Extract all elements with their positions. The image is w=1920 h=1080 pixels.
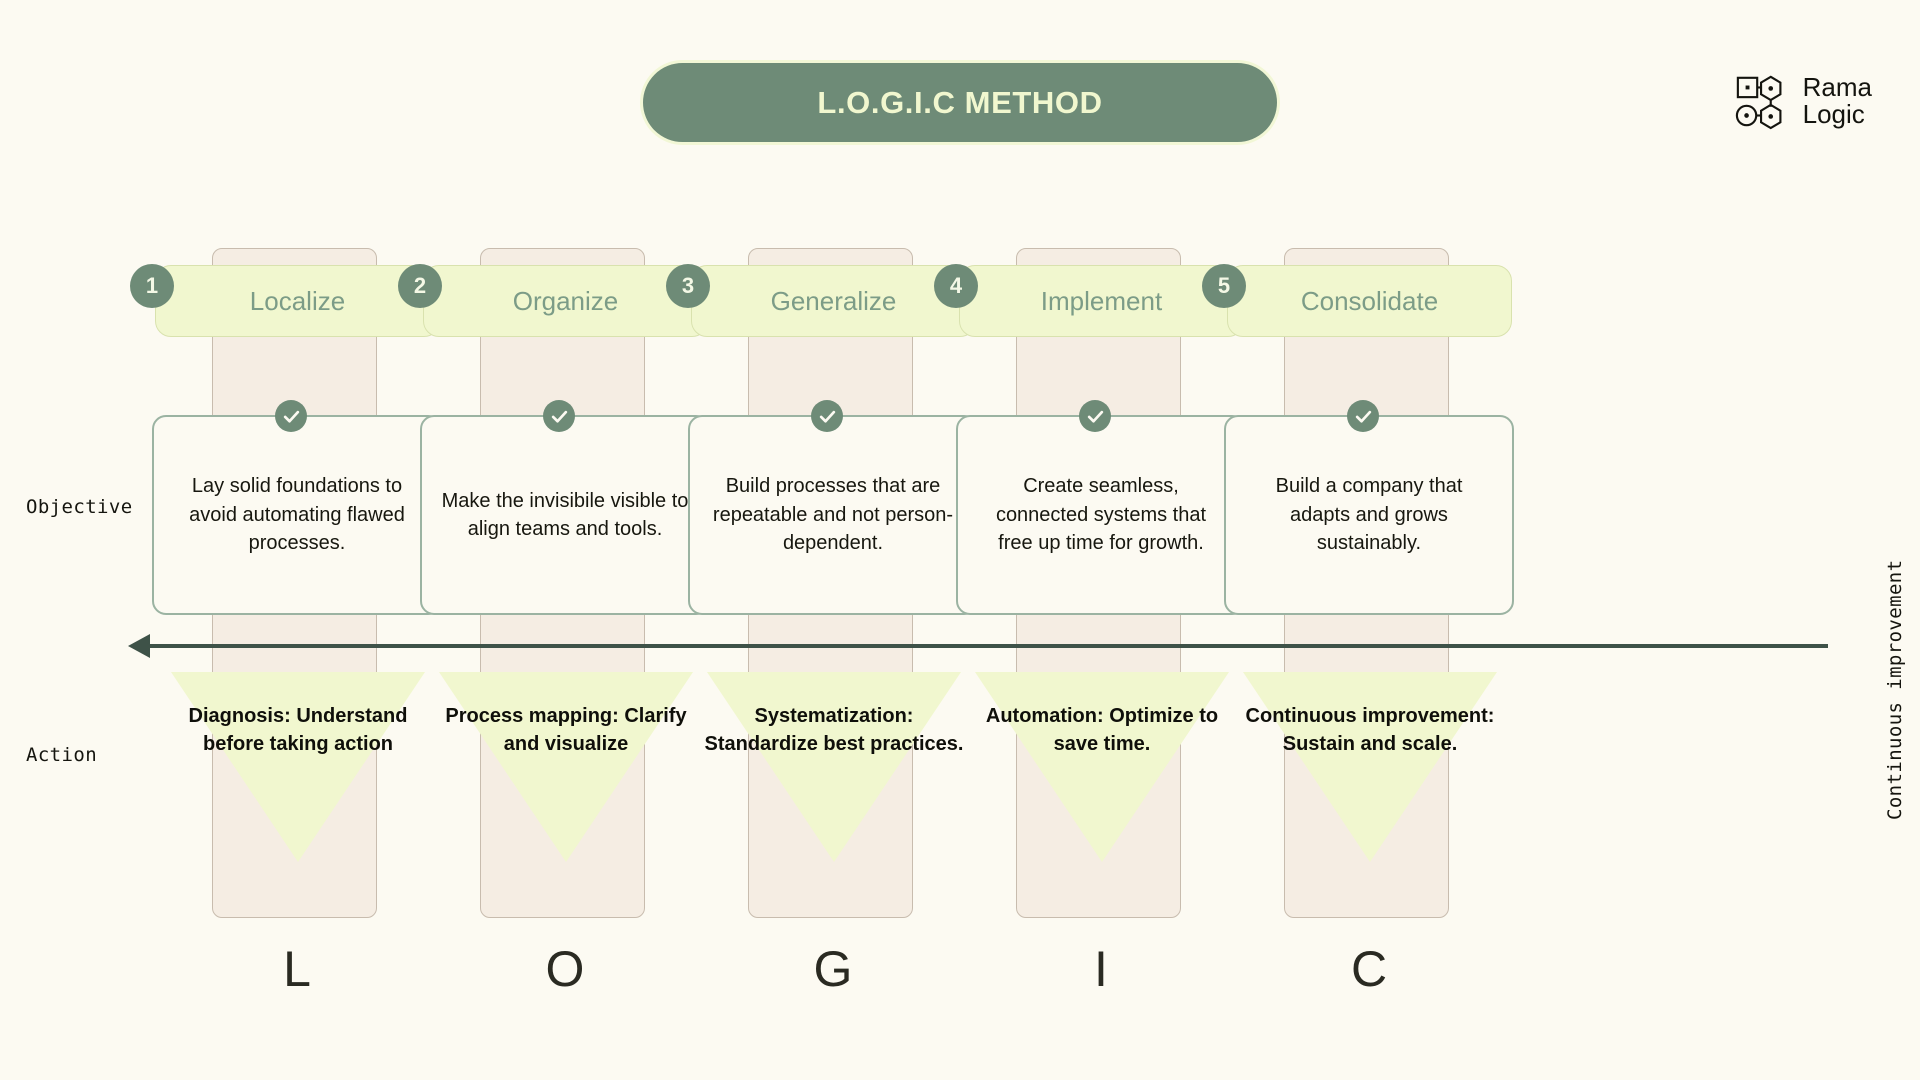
stage-name-pill[interactable]: Generalize [691, 265, 976, 337]
action-triangle [171, 672, 425, 862]
objective-text: Lay solid foundations to avoid automatin… [189, 475, 405, 555]
brand-name-line2: Logic [1802, 99, 1865, 129]
brand-name: Rama Logic [1803, 74, 1872, 128]
brand-logo: Rama Logic [1734, 72, 1872, 130]
action-triangle [975, 672, 1229, 862]
objective-card: Lay solid foundations to avoid automatin… [152, 415, 442, 615]
step-number-badge: 1 [130, 264, 174, 308]
action-triangle [1243, 672, 1497, 862]
objective-card: Build processes that are repeatable and … [688, 415, 978, 615]
step-number-badge: 5 [1202, 264, 1246, 308]
continuous-improvement-arrow-head [128, 634, 150, 658]
check-circle-icon [275, 400, 307, 432]
objective-text: Create seamless, connected systems that … [995, 475, 1207, 555]
brand-name-line1: Rama [1802, 72, 1872, 103]
step-number-badge: 2 [398, 264, 442, 308]
header: L.O.G.I.C METHOD Rama Logic [0, 0, 1920, 200]
stage-column-1: 1 Localize Lay solid foundations to avoi… [130, 0, 452, 1080]
stage-name-pill[interactable]: Implement [959, 265, 1244, 337]
acronym-letter: L [283, 941, 311, 997]
action-triangle [707, 672, 961, 862]
stage-name-label: Organize [512, 285, 619, 316]
stage-name-pill[interactable]: Organize [423, 265, 708, 337]
check-circle-icon [543, 400, 575, 432]
stage-name-label: Implement [1040, 285, 1163, 316]
acronym-letter: O [545, 941, 585, 997]
action-text: Process mapping: Clarify and visualize [445, 705, 687, 756]
page-title: L.O.G.I.C METHOD [817, 84, 1103, 120]
stage-name-pill[interactable]: Consolidate [1227, 265, 1512, 337]
stage-name-label: Localize [249, 285, 346, 316]
continuous-improvement-arrow-line [148, 644, 1828, 648]
stage-name-label: Consolidate [1300, 285, 1439, 316]
objective-text: Build processes that are repeatable and … [712, 475, 954, 555]
stage-column-5: 5 Consolidate Build a company that adapt… [1202, 0, 1524, 1080]
stage-name-label: Generalize [770, 285, 897, 316]
action-text: Continuous improvement: Sustain and scal… [1245, 705, 1495, 756]
objective-text: Make the invisibile visible to align tea… [441, 489, 689, 540]
action-text: Diagnosis: Understand before taking acti… [188, 705, 408, 756]
action-text: Automation: Optimize to save time. [985, 705, 1219, 756]
check-circle-icon [1079, 400, 1111, 432]
page-title-pill: L.O.G.I.C METHOD [640, 60, 1280, 145]
row-label-action: Action [26, 744, 98, 766]
objective-card: Build a company that adapts and grows su… [1224, 415, 1514, 615]
acronym-letter: G [813, 941, 853, 997]
objective-text: Build a company that adapts and grows su… [1275, 475, 1463, 555]
objective-card: Create seamless, connected systems that … [956, 415, 1246, 615]
step-number-badge: 4 [934, 264, 978, 308]
check-circle-icon [1347, 400, 1379, 432]
node-graph-icon [1735, 75, 1782, 130]
stage-column-4: 4 Implement Create seamless, connected s… [934, 0, 1256, 1080]
acronym-letter: C [1350, 941, 1388, 997]
step-number-badge: 3 [666, 264, 710, 308]
row-label-objective: Objective [26, 496, 133, 518]
continuous-improvement-label: Continuous improvement [1884, 559, 1906, 820]
check-circle-icon [811, 400, 843, 432]
action-text: Systematization: Standardize best practi… [704, 705, 964, 756]
action-triangle [439, 672, 693, 862]
stage-column-2: 2 Organize Make the invisibile visible t… [398, 0, 720, 1080]
acronym-letter: I [1094, 941, 1108, 997]
objective-card: Make the invisibile visible to align tea… [420, 415, 710, 615]
stage-column-3: 3 Generalize Build processes that are re… [666, 0, 988, 1080]
stage-name-pill[interactable]: Localize [155, 265, 440, 337]
